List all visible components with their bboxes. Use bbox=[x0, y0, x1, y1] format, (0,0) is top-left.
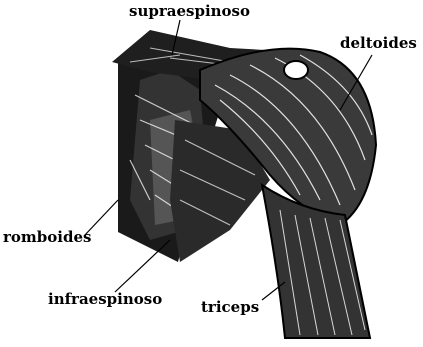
label-triceps: triceps bbox=[201, 300, 259, 315]
label-infraespinoso: infraespinoso bbox=[48, 292, 162, 307]
label-deltoides: deltoides bbox=[340, 36, 417, 51]
label-supraespinoso: supraespinoso bbox=[129, 4, 250, 19]
leader-infraespinoso bbox=[115, 240, 170, 292]
label-romboides: romboides bbox=[3, 230, 91, 245]
